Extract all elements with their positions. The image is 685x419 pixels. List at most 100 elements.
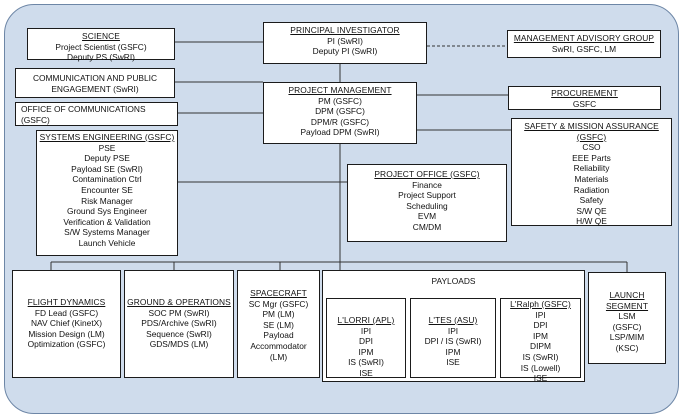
box-title: PROCUREMENT: [551, 88, 618, 98]
ltes-box: L'TES (ASU) IPI DPI / IS (SwRI) IPM ISE: [410, 298, 496, 378]
box-title: L'LORRI (APL): [337, 315, 395, 325]
box-item: PSE: [98, 142, 116, 153]
lralph-box: L'Ralph (GSFC) IPI DPI IPM DIPM IS (SwRI…: [500, 298, 581, 383]
box-title: LAUNCH SEGMENT: [605, 290, 649, 311]
box-item: SOC PM (SwRI): [148, 307, 210, 318]
office-of-communications-box: OFFICE OF COMMUNICATIONS (GSFC): [15, 102, 178, 126]
box-item: IPM: [533, 330, 548, 341]
box-title: L'Ralph (GSFC): [510, 299, 571, 309]
project-management-box: PROJECT MANAGEMENT PM (GSFC) DPM (GSFC) …: [263, 82, 417, 144]
box-item: Radiation: [573, 184, 610, 195]
box-item: EVM: [417, 211, 437, 222]
box-title: OFFICE OF COMMUNICATIONS: [21, 104, 146, 114]
box-title: SYSTEMS ENGINEERING (GSFC): [39, 132, 175, 142]
science-box: SCIENCE Project Scientist (GSFC) Deputy …: [27, 28, 175, 63]
box-item: Encounter SE: [81, 184, 133, 195]
box-item: S/W Systems Manager: [64, 227, 150, 238]
box-title: PRINCIPAL INVESTIGATOR: [290, 25, 400, 35]
box-title: SPACECRAFT: [250, 288, 307, 298]
box-item: Deputy PS (SwRI): [67, 52, 135, 63]
box-item: (GSFC): [21, 114, 50, 125]
box-item: NAV Chief (KinetX): [30, 318, 103, 329]
box-item: Finance: [412, 179, 442, 190]
box-title: SCIENCE: [82, 31, 120, 41]
box-item: ENGAGEMENT (SwRI): [51, 83, 139, 94]
box-item: DPI: [533, 320, 548, 331]
box-item: FD Lead (GSFC): [34, 307, 99, 318]
box-item: Mission Design (LM): [28, 328, 105, 339]
box-title: SAFETY & MISSION ASSURANCE (GSFC): [524, 121, 659, 142]
box-item: ISE: [446, 357, 460, 368]
box-item: GDS/MDS (LM): [149, 339, 209, 350]
box-item: (KSC): [615, 342, 639, 353]
box-item: Payload: [263, 330, 294, 341]
box-item: Project Scientist (GSFC): [55, 41, 147, 52]
box-item: DPM/R (GSFC): [310, 116, 370, 127]
box-item: Contamination Ctrl: [72, 174, 142, 185]
communication-public-engagement-box: COMMUNICATION AND PUBLIC ENGAGEMENT (SwR…: [15, 68, 175, 98]
box-item: (LM): [269, 351, 288, 362]
safety-mission-assurance-box: SAFETY & MISSION ASSURANCE (GSFC) CSO EE…: [511, 118, 672, 226]
box-item: Sequence (SwRI): [146, 328, 212, 339]
box-item: IPM: [358, 346, 374, 357]
lorri-box: L'LORRI (APL) IPI DPI IPM IS (SwRI) ISE: [326, 298, 406, 378]
principal-investigator-box: PRINCIPAL INVESTIGATOR PI (SwRI) Deputy …: [263, 22, 427, 64]
box-item: Optimization (GSFC): [27, 339, 106, 350]
box-item: EEE Parts: [572, 152, 611, 163]
box-item: DIPM: [530, 341, 551, 352]
box-item: PM (LM): [262, 309, 295, 320]
box-item: Deputy PI (SwRI): [312, 46, 378, 57]
box-item: PM (GSFC): [318, 95, 362, 106]
box-title: GROUND & OPERATIONS: [127, 297, 231, 307]
box-item: IPI: [447, 325, 459, 336]
box-item: LSP/MIM: [609, 332, 645, 343]
flight-dynamics-box: FLIGHT DYNAMICS FD Lead (GSFC) NAV Chief…: [12, 270, 121, 378]
ground-operations-box: GROUND & OPERATIONS SOC PM (SwRI) PDS/Ar…: [124, 270, 234, 378]
box-item: IS (SwRI): [348, 357, 384, 368]
box-item: COMMUNICATION AND PUBLIC: [32, 73, 158, 83]
box-item: Reliability: [573, 163, 610, 174]
box-title: PROJECT MANAGEMENT: [288, 85, 392, 95]
box-item: DPM (GSFC): [315, 106, 365, 117]
box-item: Safety: [579, 195, 604, 206]
systems-engineering-box: SYSTEMS ENGINEERING (GSFC) PSE Deputy PS…: [36, 130, 178, 256]
box-item: IPI: [535, 309, 546, 320]
box-title: PROJECT OFFICE (GSFC): [374, 169, 480, 179]
box-title: FLIGHT DYNAMICS: [27, 297, 106, 307]
spacecraft-box: SPACECRAFT SC Mgr (GSFC) PM (LM) SE (LM)…: [237, 270, 320, 378]
management-advisory-group-box: MANAGEMENT ADVISORY GROUP SwRI, GSFC, LM: [507, 30, 661, 58]
box-item: IS (SwRI): [522, 351, 559, 362]
box-item: CM/DM: [412, 221, 442, 232]
box-item: Verification & Validation: [63, 216, 151, 227]
box-item: Project Support: [398, 190, 456, 201]
box-item: Payload DPM (SwRI): [300, 127, 380, 138]
box-item: Materials: [574, 173, 609, 184]
box-item: CSO: [582, 142, 601, 153]
box-item: ISE: [533, 373, 548, 384]
box-item: Launch Vehicle: [78, 237, 136, 248]
project-office-box: PROJECT OFFICE (GSFC) Finance Project Su…: [347, 164, 507, 242]
box-item: DPI: [359, 336, 373, 347]
box-title: MANAGEMENT ADVISORY GROUP: [513, 33, 655, 43]
box-item: Scheduling: [406, 200, 448, 211]
box-item: PI (SwRI): [327, 35, 363, 46]
launch-segment-box: LAUNCH SEGMENT LSM (GSFC) LSP/MIM (KSC): [588, 272, 666, 364]
box-item: DPI / IS (SwRI): [424, 336, 482, 347]
box-item: Deputy PSE: [84, 153, 130, 164]
box-item: SC Mgr (GSFC): [248, 298, 309, 309]
box-item: H/W QE: [576, 216, 607, 227]
box-item: ISE: [359, 367, 373, 378]
box-item: SE (LM): [263, 319, 294, 330]
box-item: IPI: [360, 325, 372, 336]
box-item: Ground Sys Engineer: [66, 206, 148, 217]
box-item: (GSFC): [612, 321, 642, 332]
box-item: GSFC: [572, 98, 597, 109]
box-item: Risk Manager: [81, 195, 133, 206]
procurement-box: PROCUREMENT GSFC: [508, 86, 661, 110]
box-title: PAYLOADS: [431, 276, 476, 286]
box-item: Accommodator: [250, 340, 307, 351]
box-item: SwRI, GSFC, LM: [551, 43, 617, 54]
box-item: IS (Lowell): [520, 362, 561, 373]
box-item: IPM: [445, 346, 461, 357]
